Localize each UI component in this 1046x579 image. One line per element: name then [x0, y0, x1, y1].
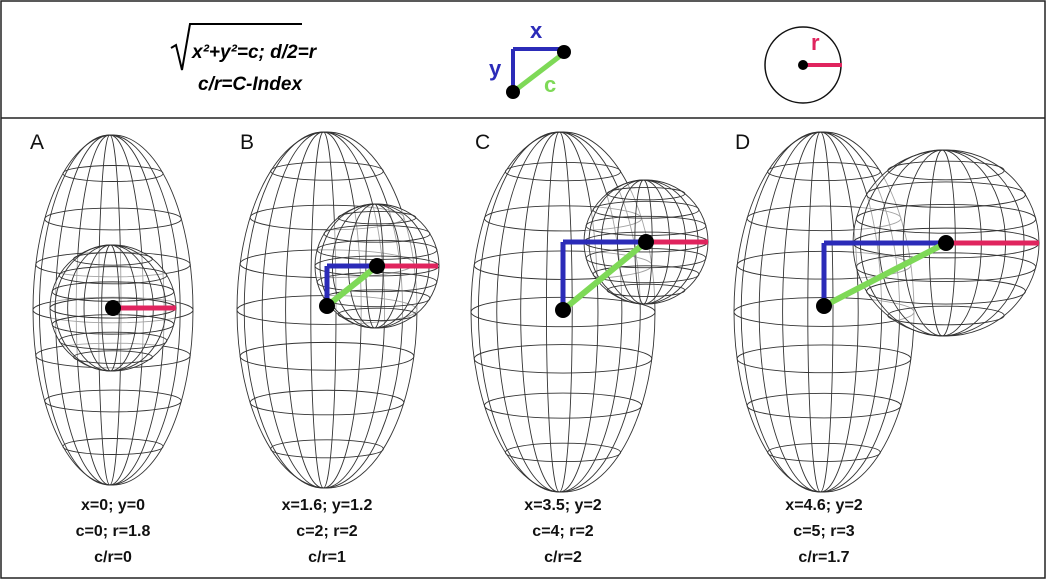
wire-parallel — [337, 210, 417, 225]
caption-line1: x=0; y=0 — [81, 497, 145, 514]
legend-end-point — [557, 45, 571, 59]
wire-parallel — [58, 266, 168, 285]
legend-y-label: y — [489, 56, 502, 81]
wire-parallel — [249, 389, 405, 416]
c-vector — [325, 263, 379, 309]
caption-line2: c=0; r=1.8 — [76, 523, 151, 540]
wire-parallel — [767, 162, 881, 182]
wire-parallel — [239, 341, 415, 371]
sphere-center-point — [638, 234, 654, 250]
caption-line2: c=2; r=2 — [296, 523, 357, 540]
panel-letter: C — [475, 131, 490, 154]
vector-overlay — [319, 258, 438, 314]
formula-line2: c/r=C-Index — [198, 74, 303, 95]
panel-b: B x=1.6; y=1.2 c=2; r=2 c/r=1 — [236, 131, 440, 566]
wire-parallel — [736, 344, 912, 374]
formula-block: x²+y²=c; d/2=r c/r=C-Index — [170, 23, 318, 95]
caption-line3: c/r=1.7 — [798, 549, 849, 566]
wire-parallel — [44, 207, 182, 231]
panel-a: A x=0; y=0 c=0; r=1.8 c/r=0 — [30, 131, 194, 566]
caption-line3: c/r=1 — [308, 549, 346, 566]
vector-overlay — [105, 300, 176, 316]
c-vector — [822, 240, 948, 309]
caption-line3: c/r=0 — [94, 549, 132, 566]
wire-parallel — [483, 392, 643, 419]
wire-parallel — [592, 265, 700, 284]
wire-parallel — [44, 389, 182, 413]
vector-overlay — [555, 234, 708, 318]
wire-parallel — [504, 442, 622, 463]
c-vector — [561, 239, 648, 313]
panel-c: C x=3.5; y=2 c=4; r=2 c/r=2 — [470, 131, 709, 566]
wire-parallel — [606, 186, 686, 201]
wire-parallel — [855, 252, 1037, 282]
sqrt-symbol — [170, 23, 302, 71]
wire-parallel — [866, 181, 1026, 208]
wire-parallel — [73, 252, 153, 266]
caption-line2: c=4; r=2 — [532, 523, 593, 540]
wire-parallel — [323, 289, 431, 308]
legend-center-point — [798, 60, 808, 70]
panel-letter: A — [30, 131, 44, 154]
ellipsoid-wireframe — [470, 131, 656, 493]
wire-parallel — [855, 204, 1037, 234]
formula-line1: x²+y²=c; d/2=r — [191, 42, 318, 63]
caption-line1: x=1.6; y=1.2 — [282, 497, 373, 514]
caption-line1: x=3.5; y=2 — [524, 497, 602, 514]
legend-start-point — [506, 85, 520, 99]
wire-meridian — [545, 131, 573, 493]
wire-parallel — [314, 255, 440, 277]
panel-d: D x=4.6; y=2 c=5; r=3 c/r=1.7 — [733, 131, 1040, 566]
wire-parallel — [887, 160, 1005, 181]
caption-line2: c=5; r=3 — [793, 523, 854, 540]
legend-c-line — [511, 51, 566, 94]
ellipsoid-center-point — [319, 298, 335, 314]
wire-meridian — [807, 131, 834, 493]
wire-parallel — [62, 165, 164, 182]
wire-parallel — [746, 392, 902, 419]
legend-r-label: r — [811, 30, 820, 55]
panel-letter: B — [240, 131, 254, 154]
vector-overlay — [816, 235, 1039, 314]
wire-parallel — [270, 161, 384, 181]
caption-line1: x=4.6; y=2 — [785, 497, 863, 514]
legend-c-label: c — [544, 72, 556, 97]
wire-parallel — [62, 438, 164, 455]
caption-line3: c/r=2 — [544, 549, 582, 566]
panel-letter: D — [735, 131, 750, 154]
wire-parallel — [504, 161, 622, 182]
wire-parallel — [866, 278, 1026, 305]
wire-parallel — [887, 305, 1005, 326]
wire-parallel — [73, 350, 153, 364]
wire-parallel — [323, 224, 431, 243]
sphere-center-point — [105, 300, 121, 316]
wire-parallel — [58, 331, 168, 350]
wire-parallel — [473, 344, 653, 374]
xyc-legend: x y c — [489, 18, 571, 99]
radius-legend: r — [764, 26, 842, 104]
wire-parallel — [337, 307, 417, 322]
sphere-center-point — [369, 258, 385, 274]
sphere-center-point — [938, 235, 954, 251]
wire-parallel — [270, 439, 384, 459]
legend-x-label: x — [530, 18, 543, 43]
ellipsoid-center-point — [816, 298, 832, 314]
ellipsoid-center-point — [555, 302, 571, 318]
wire-parallel — [767, 442, 881, 462]
wire-parallel — [592, 200, 700, 219]
wire-parallel — [606, 283, 686, 298]
